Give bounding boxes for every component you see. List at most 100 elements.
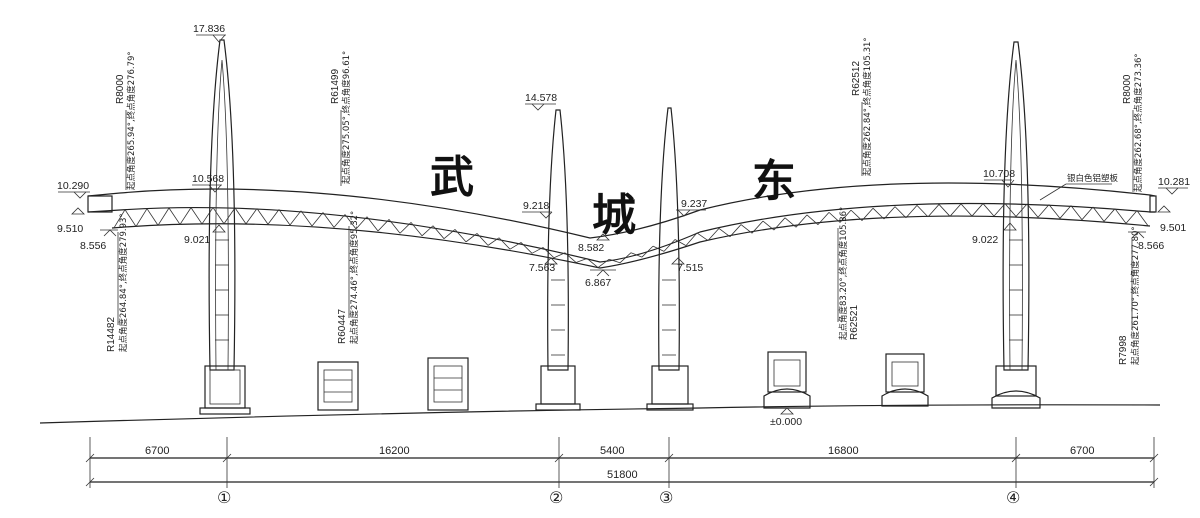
truss-web-member — [1136, 210, 1149, 227]
truss-web-member — [817, 212, 830, 225]
radius-r2: R61499 — [330, 69, 341, 104]
truss-web-member — [905, 205, 918, 219]
truss-web-member — [289, 210, 302, 226]
axis-3: ③ — [659, 490, 673, 507]
truss-web-member — [850, 209, 863, 221]
elev-right-end-top: 10.281 — [1158, 176, 1190, 188]
elev-col1-bottom: 9.021 — [184, 234, 210, 246]
radius-r6: R60447 — [337, 309, 348, 344]
truss-web-member — [806, 214, 819, 225]
truss-web-member — [124, 209, 137, 227]
truss-web-member — [795, 214, 808, 228]
truss-web-member — [421, 225, 434, 237]
truss-web-member — [1004, 203, 1017, 217]
elev-col2-top: 9.218 — [523, 200, 549, 212]
truss-web-member — [498, 237, 511, 250]
truss-web-member — [696, 232, 709, 241]
truss-web-member — [740, 224, 753, 234]
axis-2: ② — [549, 490, 563, 507]
truss-web-member — [113, 209, 126, 229]
truss-web-member — [663, 239, 676, 252]
elev-left-end-top: 10.290 — [57, 180, 89, 192]
dim-seg1: 6700 — [145, 445, 169, 457]
truss-web-member — [1059, 205, 1072, 219]
column-4 — [991, 41, 1041, 409]
svg-text:银白色铝塑板: 银白色铝塑板 — [1067, 173, 1119, 184]
truss-web-member — [894, 206, 907, 219]
arc-note-7: 起点角度83.20°,终点角度105.36° — [838, 207, 849, 340]
elev-col1-top: 10.568 — [192, 173, 224, 185]
elev-col3-bottom: 7.515 — [677, 262, 703, 274]
truss-web-member — [751, 220, 764, 234]
radius-r5: R14482 — [106, 317, 117, 352]
truss-web-member — [993, 203, 1006, 217]
truss-web-member — [861, 207, 874, 221]
truss-web-member — [245, 208, 258, 225]
truss-beam — [87, 182, 1157, 269]
truss-web-member — [1048, 204, 1061, 219]
truss-web-member — [839, 209, 852, 223]
truss-web-member — [773, 217, 786, 231]
truss-web-member — [784, 217, 797, 228]
truss-web-member — [223, 207, 236, 224]
radius-labels: R8000 起点角度265.94°,终点角度276.79° R61499 起点角… — [106, 37, 1144, 365]
radius-r3: R62512 — [851, 61, 862, 96]
truss-web-member — [366, 216, 379, 232]
radius-r7: R62521 — [849, 305, 860, 340]
dim-seg5: 6700 — [1070, 445, 1094, 457]
axis-4: ④ — [1006, 490, 1020, 507]
arc-note-3: 起点角度262.84°,终点角度105.31° — [862, 37, 873, 176]
truss-web — [113, 203, 1149, 268]
truss-web-member — [685, 232, 698, 246]
truss-web-member — [971, 203, 984, 217]
truss-web-member — [399, 222, 412, 234]
truss-web-member — [322, 212, 335, 228]
truss-web-member — [487, 237, 500, 246]
truss-web-member — [476, 233, 489, 246]
truss-web-member — [630, 252, 643, 258]
truss-web-member — [729, 224, 742, 237]
title-char-dong: 东 — [752, 156, 796, 207]
dim-seg3: 5400 — [600, 445, 624, 457]
column-3 — [646, 107, 694, 411]
truss-web-member — [344, 214, 357, 230]
truss-web-member — [927, 204, 940, 218]
truss-web-member — [168, 207, 181, 225]
truss-web-member — [608, 258, 621, 264]
truss-web-member — [520, 242, 533, 254]
truss-web-member — [1037, 204, 1050, 218]
truss-web-member — [388, 219, 401, 234]
truss-web-member — [454, 229, 467, 243]
arc-note-8: 起点角度261.70°,终点角度277.80° — [1130, 226, 1141, 365]
truss-web-member — [586, 258, 599, 268]
truss-web-member — [883, 206, 896, 220]
truss-web-member — [1081, 206, 1094, 220]
elev-valley-top: 8.582 — [578, 242, 604, 254]
truss-web-member — [377, 219, 390, 232]
truss-web-member — [465, 233, 478, 243]
truss-web-member — [1070, 205, 1083, 220]
title-char-cheng: 城 — [592, 190, 636, 241]
elev-right-end-low: 8.566 — [1138, 240, 1164, 252]
elevation-markers: 17.836 14.578 10.290 9.510 8.556 10.568 … — [57, 23, 1190, 428]
arc-note-6: 起点角度274.46°,终点角度95.32° — [349, 211, 360, 344]
radius-r4: R8000 — [1122, 74, 1133, 104]
truss-web-member — [1114, 208, 1127, 224]
truss-web-member — [718, 228, 731, 238]
radius-r8: R7998 — [1118, 335, 1129, 365]
truss-web-member — [410, 222, 423, 237]
truss-web-member — [531, 247, 544, 254]
elev-ground: ±0.000 — [770, 416, 802, 428]
ground-line — [39, 404, 1161, 424]
truss-web-member — [564, 252, 577, 263]
elev-valley-bottom: 6.867 — [585, 277, 611, 289]
truss-web-member — [916, 205, 929, 218]
bench-2 — [427, 357, 469, 411]
truss-web-member — [619, 252, 632, 264]
truss-web-member — [311, 212, 324, 227]
truss-web-member — [575, 258, 588, 263]
truss-web-member — [278, 209, 291, 226]
elev-col2-bottom: 7.563 — [529, 262, 555, 274]
truss-web-member — [234, 207, 247, 225]
radius-r1: R8000 — [115, 74, 126, 104]
